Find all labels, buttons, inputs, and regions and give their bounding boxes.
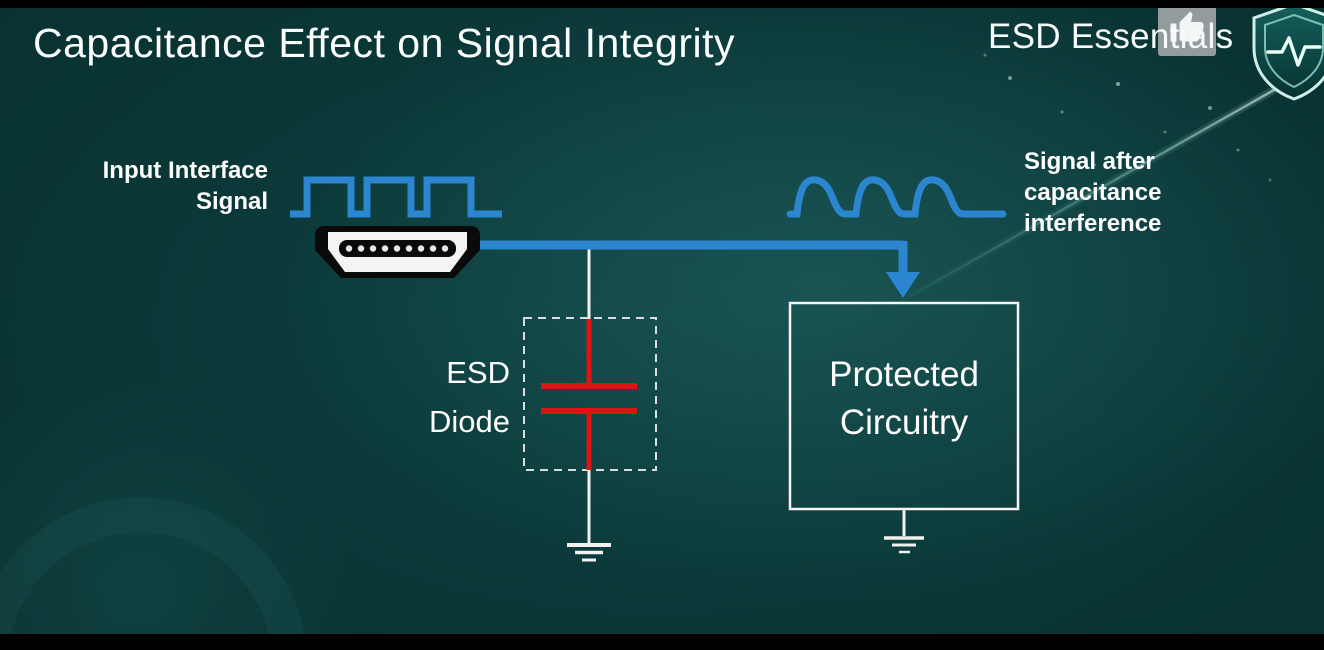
signal-bus-line <box>479 240 920 298</box>
heartbeat-pulse-line <box>1266 36 1322 67</box>
esd-shield-logo-icon <box>1252 2 1324 101</box>
thumbs-up-button[interactable] <box>1158 0 1216 56</box>
shield-outline <box>1252 2 1324 101</box>
input-signal-label: Input Interface Signal <box>102 157 268 215</box>
brand-text: ESD Essentials <box>988 17 1234 56</box>
thumbs-up-icon <box>1170 11 1204 42</box>
particle-dots-decoration <box>983 53 1272 182</box>
ground-symbol-box <box>884 509 924 554</box>
hdmi-connector-icon <box>315 226 480 278</box>
protected-circuitry-label: Protected Circuitry <box>829 355 979 442</box>
capacitor-symbol <box>541 319 637 470</box>
light-streak-decoration <box>880 78 1290 316</box>
slide-title: Capacitance Effect on Signal Integrity <box>33 20 735 66</box>
arrowhead <box>886 272 920 298</box>
ground-symbol-capacitor <box>567 543 611 562</box>
output-signal-label: Signal after capacitance interference <box>1024 148 1162 237</box>
background-arc-decoration <box>0 497 307 650</box>
shield-inner-outline <box>1264 13 1324 89</box>
esd-diode-label: ESD Diode <box>429 355 510 439</box>
letterbox-bottom <box>0 634 1324 650</box>
distorted-output-wave <box>786 176 1007 218</box>
letterbox-top <box>0 0 1324 8</box>
input-square-wave <box>290 176 502 218</box>
